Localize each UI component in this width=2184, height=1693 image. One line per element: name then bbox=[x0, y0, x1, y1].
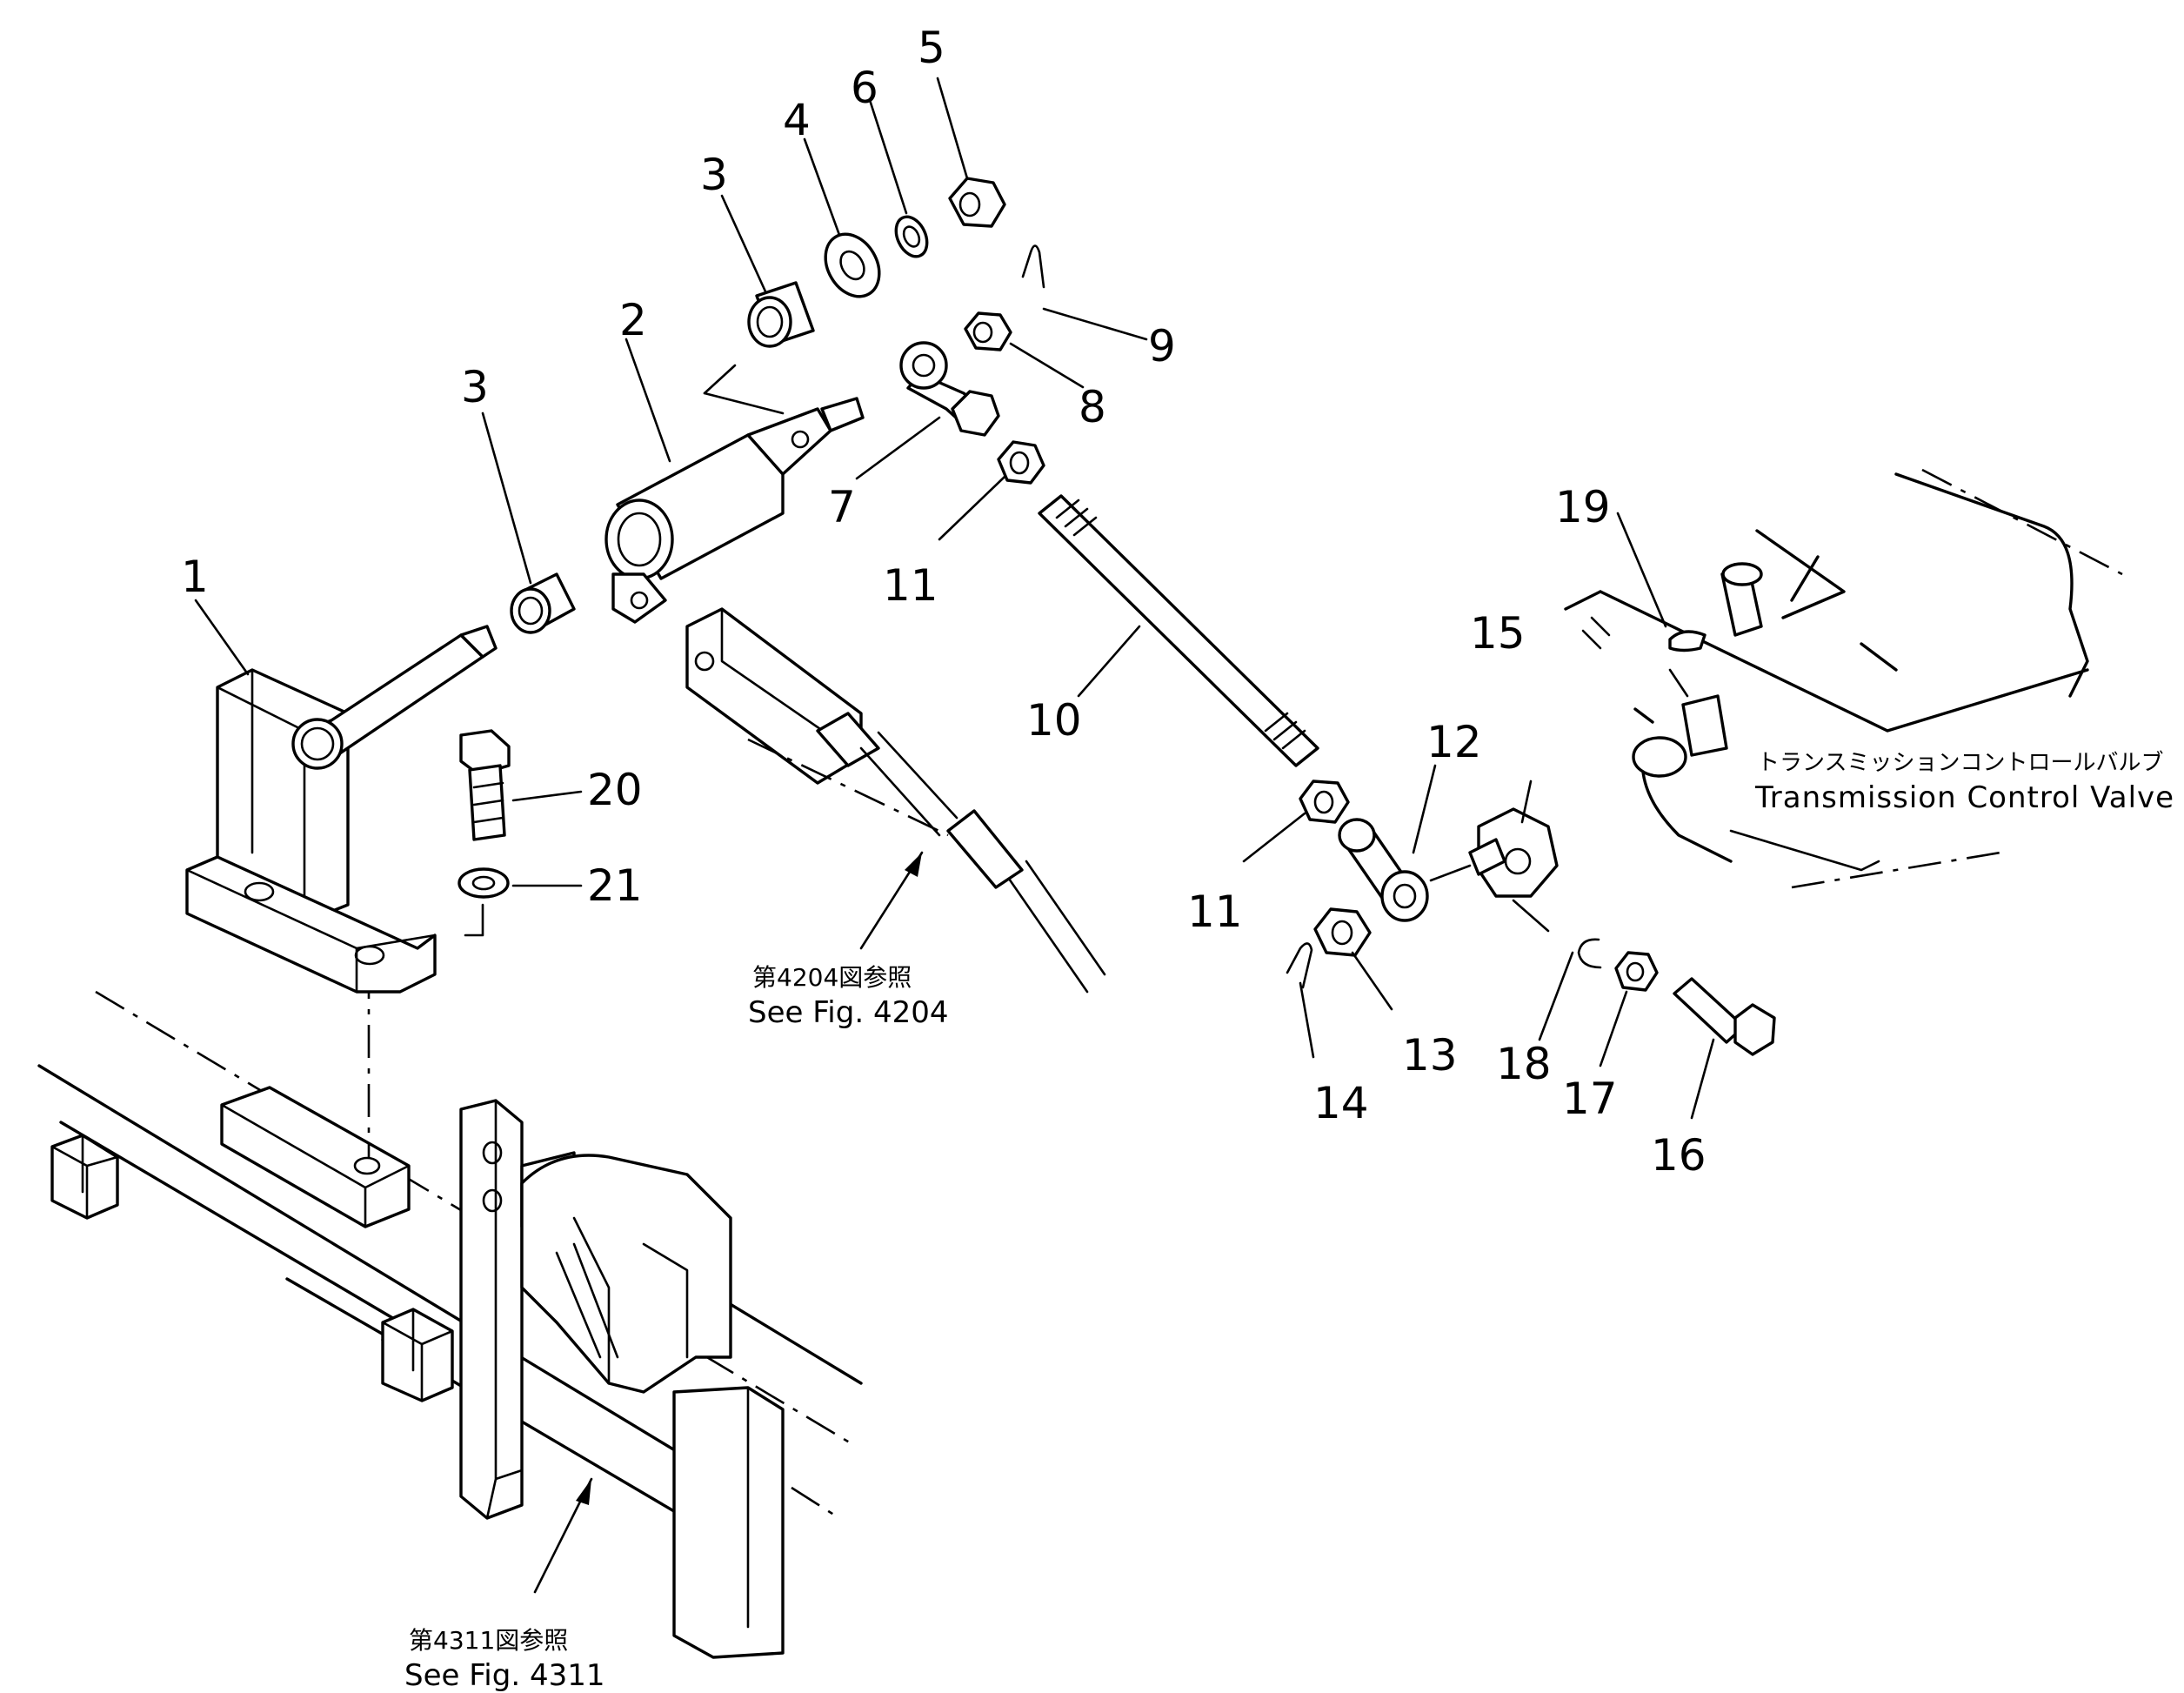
label-part-4: 4 bbox=[783, 95, 811, 145]
label-part-11-lower: 11 bbox=[1187, 887, 1243, 937]
label-part-20: 20 bbox=[587, 765, 643, 815]
label-part-12: 12 bbox=[1426, 717, 1482, 767]
reference-fig-4311: 第4311図参照 See Fig. 4311 bbox=[404, 1626, 604, 1693]
label-part-15: 15 bbox=[1470, 608, 1526, 659]
valve-label-en: Transmission Control Valve bbox=[1754, 780, 2174, 815]
label-part-6: 6 bbox=[851, 63, 878, 113]
ref-4204-en: See Fig. 4204 bbox=[748, 995, 948, 1030]
cable-assembly bbox=[685, 607, 1106, 994]
part-20-bolt bbox=[459, 729, 511, 841]
valve-label: トランスミッションコントロールバルブ Transmission Control … bbox=[1754, 750, 2174, 815]
label-part-1: 1 bbox=[181, 552, 209, 602]
frame-structure bbox=[37, 990, 863, 1659]
part-11-nut-lower bbox=[1299, 780, 1350, 824]
part-15-joint bbox=[1468, 807, 1559, 933]
label-part-7: 7 bbox=[828, 482, 856, 532]
label-part-17: 17 bbox=[1562, 1074, 1618, 1124]
label-part-3-upper: 3 bbox=[700, 150, 728, 200]
ref-4204-jp: 第4204図参照 bbox=[752, 963, 912, 992]
part-17-nut bbox=[1614, 951, 1659, 992]
part-12-rod-end bbox=[1338, 818, 1472, 922]
label-part-3-left: 3 bbox=[461, 362, 489, 412]
part-3-bushing-left bbox=[510, 572, 576, 634]
part-1-bracket bbox=[185, 625, 498, 994]
part-13-castle-nut bbox=[1313, 907, 1372, 957]
part-5-nut bbox=[948, 177, 1006, 228]
label-part-14: 14 bbox=[1313, 1078, 1369, 1128]
ref-4311-jp: 第4311図参照 bbox=[409, 1626, 568, 1655]
part-4-washer bbox=[824, 232, 881, 298]
label-part-18: 18 bbox=[1496, 1039, 1552, 1089]
valve-label-jp: トランスミッションコントロールバルブ bbox=[1757, 750, 2163, 776]
part-3-bushing-upper bbox=[747, 281, 815, 348]
label-part-9: 9 bbox=[1148, 321, 1176, 371]
part-6-washer bbox=[894, 215, 929, 258]
transmission-control-valve bbox=[1564, 468, 2123, 889]
part-labels: 1 2 3 3 4 5 6 7 8 9 10 11 11 12 13 14 15… bbox=[181, 23, 1706, 1181]
reference-fig-4204: 第4204図参照 See Fig. 4204 bbox=[748, 963, 948, 1030]
part-11-nut-upper bbox=[997, 440, 1045, 485]
leader-lines bbox=[194, 77, 1715, 1594]
label-part-13: 13 bbox=[1402, 1030, 1458, 1081]
label-part-11-upper: 11 bbox=[883, 560, 938, 611]
label-part-19: 19 bbox=[1555, 482, 1611, 532]
part-18-snap-ring bbox=[1577, 938, 1602, 969]
part-7-rod-end bbox=[899, 341, 1000, 437]
part-14-cotter-pin bbox=[1286, 942, 1313, 989]
part-16-bolt bbox=[1673, 977, 1776, 1056]
ref-4311-en: See Fig. 4311 bbox=[404, 1658, 604, 1693]
label-part-10: 10 bbox=[1026, 695, 1082, 746]
label-part-8: 8 bbox=[1079, 382, 1106, 432]
label-part-21: 21 bbox=[587, 860, 643, 911]
label-part-2: 2 bbox=[619, 295, 647, 345]
label-part-5: 5 bbox=[918, 23, 945, 73]
part-9-cotter-pin bbox=[1021, 244, 1045, 289]
part-19-key bbox=[1668, 630, 1706, 652]
part-10-threaded-rod bbox=[1038, 494, 1319, 767]
label-part-16: 16 bbox=[1651, 1130, 1706, 1181]
part-21-washer bbox=[458, 867, 510, 937]
part-8-castle-nut bbox=[964, 311, 1012, 351]
part-2-lever-tube bbox=[604, 364, 865, 624]
